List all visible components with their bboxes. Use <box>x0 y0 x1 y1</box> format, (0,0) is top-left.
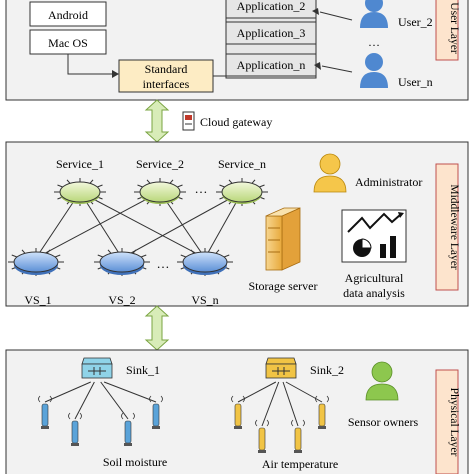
standard-interfaces-line1: Standard <box>145 62 188 76</box>
service-label-1: Service_1 <box>56 157 104 171</box>
os-macos-label: Mac OS <box>48 36 88 50</box>
soil-moisture-label: Soil moisture <box>103 455 167 469</box>
sensor-owners-icon <box>365 361 399 401</box>
middleware-layer-tag <box>435 163 459 291</box>
vs-label-3: VS_n <box>191 293 218 307</box>
administrator-label: Administrator <box>355 175 422 189</box>
sensor-link-6 <box>261 381 280 427</box>
vs-node-2 <box>94 248 150 276</box>
sink-1-icon <box>81 357 113 379</box>
user-n-person-icon <box>360 53 388 88</box>
sensor-node-8 <box>315 395 329 429</box>
gateway-router-icon <box>182 111 195 131</box>
users-ellipsis: … <box>368 35 380 49</box>
sink-2-icon <box>265 357 297 379</box>
sensor-node-4 <box>149 395 163 429</box>
cloud-gateway-label: Cloud gateway <box>200 115 272 129</box>
sensor-link-2 <box>74 381 95 420</box>
app-3-label: Application_3 <box>237 26 306 40</box>
sensor-link-7 <box>282 381 299 427</box>
standard-interfaces-line2: interfaces <box>143 77 190 91</box>
analysis-label-line1: Agricultural <box>345 271 404 285</box>
sensor-link-1 <box>44 381 91 403</box>
usern-arrow <box>321 65 353 73</box>
os-android-box <box>29 1 107 27</box>
administrator-icon <box>313 153 347 193</box>
sensor-node-5 <box>231 395 245 429</box>
user2-arrowhead <box>312 8 319 15</box>
sensor-owners-label: Sensor owners <box>348 415 419 429</box>
service-node-3 <box>216 178 268 206</box>
middleware-layer-tag-label: Middleware Layer <box>448 184 460 269</box>
usern-arrowhead <box>314 62 321 70</box>
sensor-node-3 <box>121 412 135 446</box>
analysis-label-line2: data analysis <box>343 286 405 300</box>
air-temperature-label: Air temperature <box>262 457 338 471</box>
gateway-double-arrow <box>144 99 170 143</box>
app-3-box <box>225 21 317 45</box>
sensor-link-3 <box>100 381 129 420</box>
user-2-label: User_2 <box>398 15 433 29</box>
service-label-2: Service_2 <box>136 157 184 171</box>
os-android-label: Android <box>48 8 88 22</box>
user-layer: Android Mac OS Standard interfaces Appli… <box>5 0 469 101</box>
agricultural-analysis-icon <box>341 209 407 263</box>
physical-layer-tag-label: Physical Layer <box>448 388 460 457</box>
storage-server-icon <box>265 207 301 271</box>
sensor-node-7 <box>291 419 305 453</box>
physical-layer: Sink_1 Sink_2 Sensor owners Soil moistur… <box>5 349 469 474</box>
user-layer-tag-label: User Layer <box>448 2 460 54</box>
sink-2-label: Sink_2 <box>310 363 344 377</box>
sensor-node-6 <box>255 419 269 453</box>
sensor-node-1 <box>38 395 52 429</box>
vs-node-1 <box>8 248 64 276</box>
sink-1-label: Sink_1 <box>126 363 160 377</box>
middleware-layer: Service_1 Service_2 Service_n … VS_1 VS_2 VS… <box>5 141 469 307</box>
cloud-gateway-link: Cloud gateway <box>144 99 272 143</box>
user-2-person-icon <box>360 0 388 28</box>
app-2-label: Application_2 <box>237 0 306 13</box>
service-node-2 <box>134 178 186 206</box>
app-n-label: Application_n <box>237 58 306 72</box>
sensor-link-4 <box>103 381 157 403</box>
vs-label-1: VS_1 <box>24 293 51 307</box>
user-layer-tag <box>435 0 459 61</box>
user-n-label: User_n <box>398 75 433 89</box>
connector-arrowhead <box>112 70 119 78</box>
vs-ellipsis: … <box>157 256 170 271</box>
services-ellipsis: … <box>195 181 208 196</box>
sensor-node-2 <box>68 412 82 446</box>
vs-label-2: VS_2 <box>108 293 135 307</box>
sensor-link-8 <box>285 381 323 403</box>
app-2-box <box>225 0 317 19</box>
vs-node-3 <box>177 248 233 276</box>
user2-arrow <box>319 11 353 21</box>
service-label-3: Service_n <box>218 157 266 171</box>
storage-server-label: Storage server <box>249 279 318 293</box>
service-node-1 <box>54 178 106 206</box>
os-to-interfaces-connector <box>67 54 112 75</box>
physical-layer-tag <box>435 369 459 474</box>
middleware-physical-double-arrow <box>144 305 170 351</box>
